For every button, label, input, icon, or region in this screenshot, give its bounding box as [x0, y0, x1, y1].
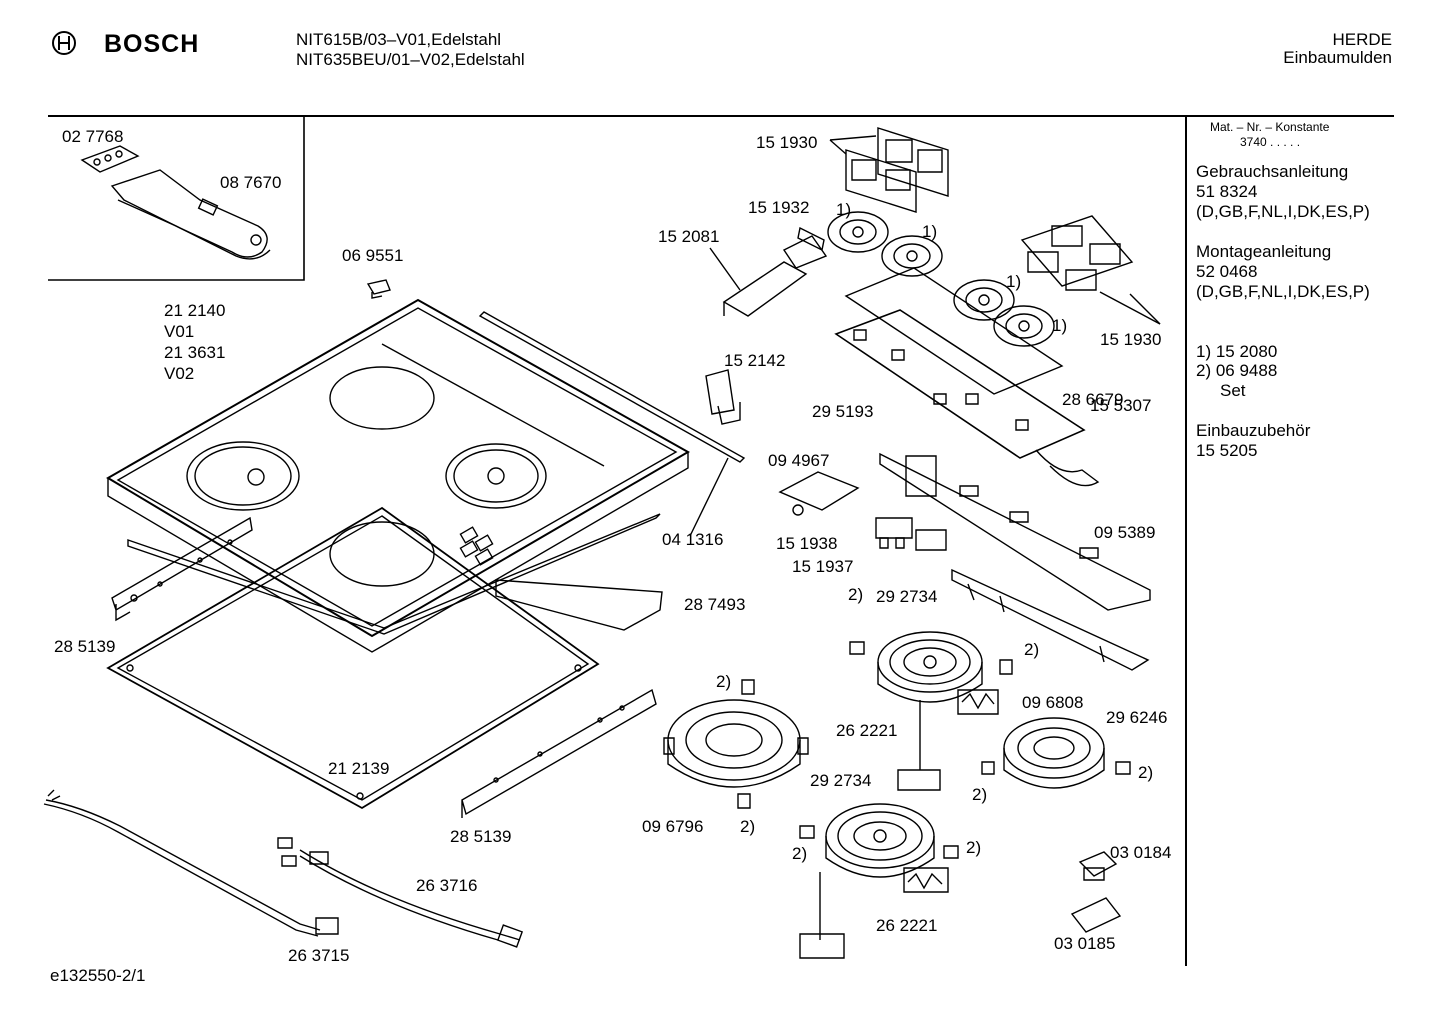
part-label: 29 6246 [1106, 708, 1168, 727]
part-label: V02 [164, 364, 195, 383]
scraper-tool-drawing [82, 146, 270, 259]
einbau-title: Einbauzubehör [1196, 421, 1311, 440]
part-label: 15 1930 [1100, 330, 1162, 349]
part-label: 28 6679 [1062, 390, 1124, 409]
part-label: 15 1932 [748, 198, 810, 217]
footnote-marker: 2) [1138, 763, 1154, 782]
model-line-2: NIT635BEU/01–V02,Edelstahl [296, 50, 525, 69]
einbau-number: 15 5205 [1196, 441, 1258, 460]
part-label: 28 5139 [450, 827, 512, 846]
cable-harness-drawing [44, 790, 522, 947]
part-label: 29 5193 [812, 402, 874, 421]
bosch-logo-icon [53, 32, 75, 54]
document-id: e132550-2/1 [50, 966, 146, 985]
part-label: 26 3715 [288, 946, 350, 965]
part-label: 28 5139 [54, 637, 116, 656]
part-label: 09 6796 [642, 817, 704, 836]
note-2-set: Set [1220, 381, 1246, 400]
part-label: 03 0184 [1110, 843, 1172, 862]
part-label: 26 3716 [416, 876, 478, 895]
brand-name: BOSCH [104, 30, 200, 58]
part-label: 15 1930 [756, 133, 818, 152]
part-label: 09 4967 [768, 451, 830, 470]
part-label: 26 2221 [876, 916, 938, 935]
part-label: 29 2734 [810, 771, 872, 790]
mat-header: Mat. – Nr. – Konstante [1210, 120, 1330, 134]
part-label: 15 1937 [792, 557, 854, 576]
footnote-marker: 2) [966, 838, 982, 857]
footnote-marker: 1) [1006, 272, 1022, 291]
footnote-marker: 1) [1052, 316, 1068, 335]
part-label: 02 7768 [62, 127, 124, 146]
footnote-marker: 2) [716, 672, 732, 691]
footnote-marker: 1) [836, 200, 852, 219]
part-label: 09 6808 [1022, 693, 1084, 712]
gasket-frame-drawing [108, 508, 598, 808]
part-label: 09 5389 [1094, 523, 1156, 542]
part-label: 06 9551 [342, 246, 404, 265]
footnote-marker: 2) [848, 585, 864, 604]
footnote-marker: 2) [740, 817, 756, 836]
part-label: 21 2140 [164, 301, 226, 320]
mat-value: 3740 . . . . . [1240, 135, 1301, 149]
part-label: 03 0185 [1054, 934, 1116, 953]
category-title: HERDE [1332, 30, 1392, 49]
footnote-marker: 2) [1024, 640, 1040, 659]
note-1: 1) 15 2080 [1196, 342, 1278, 361]
model-line-1: NIT615B/03–V01,Edelstahl [296, 30, 502, 49]
footnote-marker: 2) [792, 844, 808, 863]
part-label: 21 2139 [328, 759, 390, 778]
part-label: 26 2221 [836, 721, 898, 740]
gebrauch-number: 51 8324 [1196, 182, 1258, 201]
part-label: 28 7493 [684, 595, 746, 614]
montage-number: 52 0468 [1196, 262, 1258, 281]
part-label: 15 5307 [1090, 396, 1152, 415]
gebrauch-langs: (D,GB,F,NL,I,DK,ES,P) [1196, 202, 1370, 221]
part-label: 29 2734 [876, 587, 938, 606]
part-label: 04 1316 [662, 530, 724, 549]
part-label: 15 1938 [776, 534, 838, 553]
part-label: 15 2081 [658, 227, 720, 246]
note-2: 2) 06 9488 [1196, 361, 1278, 380]
gebrauch-title: Gebrauchsanleitung [1196, 162, 1349, 181]
montage-langs: (D,GB,F,NL,I,DK,ES,P) [1196, 282, 1370, 301]
part-label: 21 3631 [164, 343, 226, 362]
ceramic-hob-top-drawing [108, 300, 688, 652]
part-label: 15 2142 [724, 351, 786, 370]
subcategory-title: Einbaumulden [1283, 48, 1392, 67]
footnote-marker: 1) [922, 222, 938, 241]
footnote-marker: 2) [972, 785, 988, 804]
part-label: V01 [164, 322, 195, 341]
part-label: 08 7670 [220, 173, 282, 192]
montage-title: Montageanleitung [1196, 242, 1332, 261]
